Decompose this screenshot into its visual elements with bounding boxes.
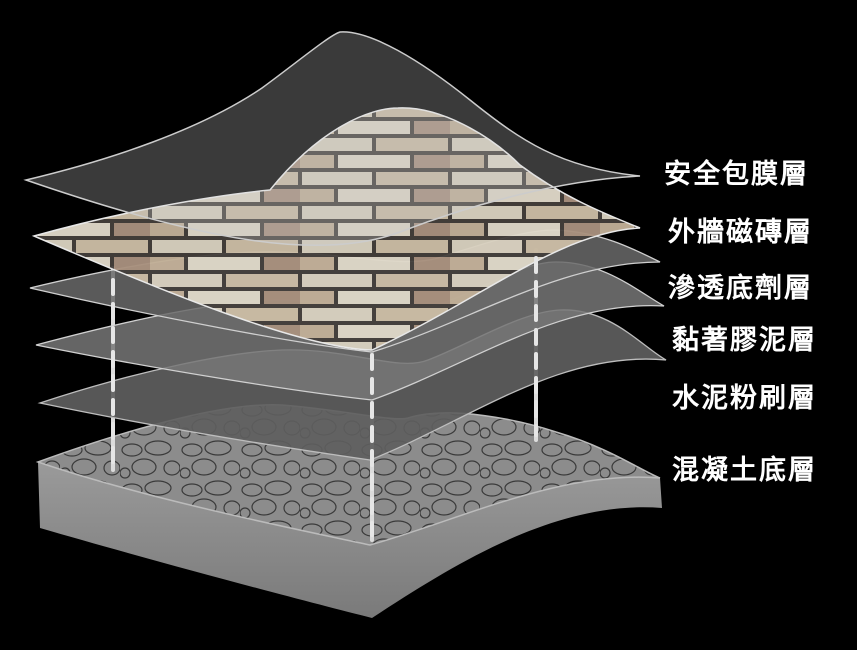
film-layer bbox=[23, 31, 641, 247]
label-tile-layer: 外牆磁磚層 bbox=[668, 217, 813, 248]
anchor-rods-front bbox=[111, 256, 538, 537]
label-plaster-layer: 水泥粉刷層 bbox=[672, 383, 817, 414]
label-film-layer: 安全包膜層 bbox=[664, 159, 809, 190]
tile-layer-brick bbox=[34, 107, 640, 350]
label-concrete-layer: 混凝土底層 bbox=[672, 455, 817, 486]
tile-layer-sheet bbox=[31, 107, 641, 351]
label-primer-layer: 滲透底劑層 bbox=[668, 273, 813, 304]
tile-layer bbox=[31, 107, 641, 351]
label-adhesive-layer: 黏著膠泥層 bbox=[672, 325, 817, 356]
